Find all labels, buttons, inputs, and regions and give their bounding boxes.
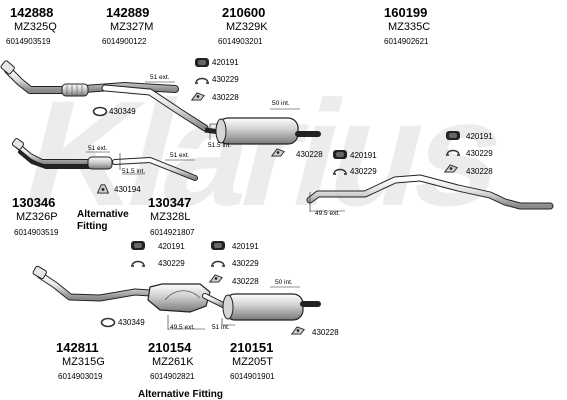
kit-number: 130347	[148, 195, 192, 210]
kit-code: MZ329K	[226, 21, 268, 33]
fitting-number: 430229	[158, 259, 185, 268]
bracket-icon	[270, 148, 285, 157]
fitting-number: 430229	[232, 259, 259, 268]
fitting-number: 430229	[466, 149, 493, 158]
gasket-ring-icon	[92, 106, 108, 117]
kit-code: MZ335C	[388, 21, 431, 33]
clamp-icon	[211, 260, 225, 267]
fitting-number: 430194	[114, 185, 141, 194]
kit-number: 160199	[384, 5, 428, 20]
fitting-number: 420191	[212, 58, 239, 67]
fitting-number: 430229	[212, 75, 239, 84]
dimension-label: 49.5 ext.	[170, 324, 195, 331]
rear-box-210600	[204, 108, 321, 145]
fitting-number: 420191	[466, 132, 493, 141]
fitting-number: 430228	[312, 328, 339, 337]
kit-ref: 6014901901	[230, 372, 275, 381]
bracket-icon	[190, 92, 205, 101]
fitting-number: 430228	[296, 150, 323, 159]
fitting-number: 430349	[109, 107, 136, 116]
kit-code: MZ325Q	[14, 21, 57, 33]
clamp-icon	[446, 149, 460, 156]
dimension-label: 51 ext.	[88, 145, 108, 152]
kit-ref: 6014903519	[14, 228, 59, 237]
fitting-number: 420191	[350, 151, 377, 160]
clamp-icon	[333, 168, 347, 175]
fitting-number: 430228	[212, 93, 239, 102]
clamp-icon	[195, 77, 209, 84]
fitting-number: 430229	[350, 167, 377, 176]
dimension-label: 49.5 ext.	[315, 210, 340, 217]
fitting-number: 430228	[232, 277, 259, 286]
rubber-mount-icon	[195, 58, 209, 67]
bracket-icon	[443, 164, 458, 173]
rubber-mount-icon	[131, 241, 145, 250]
dimension-label: 51.5 int.	[122, 168, 146, 175]
kit-ref: 6014900122	[102, 37, 147, 46]
bracket-icon	[96, 184, 110, 194]
kit-number: 142811	[56, 340, 99, 355]
bracket-icon	[290, 326, 305, 335]
fitting-number: 420191	[158, 242, 185, 251]
kit-code: MZ328L	[150, 211, 191, 223]
kit-ref: 6014921807	[150, 228, 195, 237]
front-pipe-142811	[32, 265, 154, 302]
gasket-ring-icon	[100, 317, 116, 328]
rubber-mount-icon	[333, 150, 347, 159]
fitting-number: 420191	[232, 242, 259, 251]
rubber-mount-icon	[446, 131, 460, 140]
dimension-label: 51.5 int.	[208, 142, 232, 149]
dimension-label: 51 ext.	[170, 152, 190, 159]
kit-ref: 6014903201	[218, 37, 263, 46]
kit-number: 142889	[106, 5, 150, 20]
kit-code: MZ261K	[152, 356, 194, 368]
alternative-fitting-label: Fitting	[77, 221, 108, 232]
dimension-label: 51 int.	[212, 324, 230, 331]
kit-number: 142888	[10, 5, 54, 20]
kit-number: 210154	[148, 340, 192, 355]
rear-box-210151	[221, 286, 321, 326]
alternative-fitting-label: Alternative Fitting	[138, 389, 224, 400]
alternative-fitting-label: Alternative	[77, 209, 129, 220]
rubber-mount-icon	[211, 241, 225, 250]
kit-number: 210151	[230, 340, 274, 355]
centre-pipe-142889	[101, 84, 209, 132]
tailpipe-160199	[306, 174, 554, 212]
centre-box-210154	[147, 283, 228, 330]
kit-ref: 6014903019	[58, 372, 103, 381]
bracket-icon	[208, 274, 223, 283]
kit-number: 210600	[222, 5, 266, 20]
centre-pipe-130347	[112, 153, 198, 181]
kit-ref: 6014903519	[6, 37, 51, 46]
kit-ref: 6014902621	[384, 37, 429, 46]
kit-code: MZ205T	[232, 356, 273, 368]
kit-ref: 6014902821	[150, 372, 195, 381]
dimension-label: 50 int.	[275, 279, 293, 286]
kit-code: MZ326P	[16, 211, 58, 223]
kit-code: MZ327M	[110, 21, 154, 33]
kit-code: MZ315G	[62, 356, 105, 368]
front-pipe-130346	[11, 138, 113, 170]
front-pipe-142888	[0, 60, 179, 97]
kit-number: 130346	[12, 195, 56, 210]
dimension-label: 50 int.	[272, 100, 290, 107]
dimension-label: 51 ext.	[150, 74, 170, 81]
fitting-number: 430228	[466, 167, 493, 176]
fitting-number: 430349	[118, 318, 145, 327]
clamp-icon	[131, 260, 145, 267]
